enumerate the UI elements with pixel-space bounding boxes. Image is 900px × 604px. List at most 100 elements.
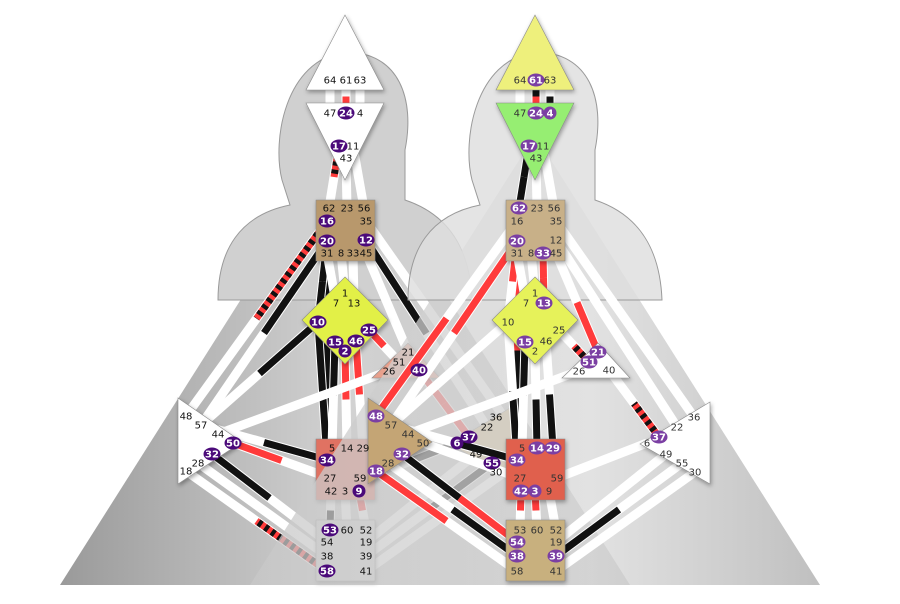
- gate-61[interactable]: 61: [529, 76, 543, 87]
- gate-44[interactable]: 44: [402, 430, 415, 441]
- gate-49[interactable]: 49: [660, 450, 673, 461]
- gate-63[interactable]: 63: [354, 76, 367, 87]
- gate-12[interactable]: 12: [359, 236, 373, 247]
- gate-54[interactable]: 54: [321, 538, 334, 549]
- gate-7[interactable]: 7: [523, 299, 529, 310]
- gate-50[interactable]: 50: [417, 439, 430, 450]
- gate-52[interactable]: 52: [360, 526, 373, 537]
- gate-14[interactable]: 14: [341, 444, 354, 455]
- center-head[interactable]: [495, 14, 575, 91]
- gate-11[interactable]: 11: [347, 142, 360, 153]
- gate-4[interactable]: 4: [357, 109, 363, 120]
- gate-52[interactable]: 52: [550, 526, 563, 537]
- gate-35[interactable]: 35: [550, 217, 563, 228]
- gate-17[interactable]: 17: [522, 142, 536, 153]
- gate-5[interactable]: 5: [329, 444, 335, 455]
- gate-28[interactable]: 28: [382, 459, 395, 470]
- gate-34[interactable]: 34: [320, 456, 334, 467]
- gate-33[interactable]: 33: [347, 249, 360, 260]
- gate-18[interactable]: 18: [180, 467, 193, 478]
- gate-4[interactable]: 4: [547, 109, 554, 120]
- gate-43[interactable]: 43: [340, 154, 353, 165]
- gate-37[interactable]: 37: [462, 433, 476, 444]
- gate-10[interactable]: 10: [502, 318, 515, 329]
- gate-50[interactable]: 50: [226, 439, 240, 450]
- gate-63[interactable]: 63: [544, 76, 557, 87]
- gate-21[interactable]: 21: [402, 348, 415, 359]
- gate-22[interactable]: 22: [481, 423, 494, 434]
- gate-21[interactable]: 21: [591, 348, 605, 359]
- gate-46[interactable]: 46: [349, 337, 363, 348]
- gate-15[interactable]: 15: [328, 338, 342, 349]
- gate-58[interactable]: 58: [320, 567, 334, 578]
- gate-10[interactable]: 10: [311, 318, 325, 329]
- gate-43[interactable]: 43: [530, 154, 543, 165]
- gate-9[interactable]: 9: [356, 487, 363, 498]
- gate-22[interactable]: 22: [671, 423, 684, 434]
- gate-19[interactable]: 19: [550, 538, 563, 549]
- gate-6[interactable]: 6: [454, 439, 461, 450]
- center-spleen[interactable]: [367, 397, 433, 485]
- gate-26[interactable]: 26: [573, 367, 586, 378]
- gate-16[interactable]: 16: [511, 217, 524, 228]
- gate-13[interactable]: 13: [348, 299, 361, 310]
- gate-6[interactable]: 6: [644, 439, 650, 450]
- center-solar[interactable]: [639, 401, 711, 485]
- gate-12[interactable]: 12: [550, 236, 563, 247]
- gate-44[interactable]: 44: [212, 430, 225, 441]
- gate-2[interactable]: 2: [532, 347, 538, 358]
- gate-64[interactable]: 64: [514, 76, 527, 87]
- gate-53[interactable]: 53: [323, 526, 337, 537]
- gate-8[interactable]: 8: [528, 249, 534, 260]
- gate-57[interactable]: 57: [385, 421, 398, 432]
- gate-51[interactable]: 51: [582, 358, 596, 369]
- gate-42[interactable]: 42: [325, 487, 338, 498]
- gate-49[interactable]: 49: [470, 450, 483, 461]
- gate-9[interactable]: 9: [546, 487, 552, 498]
- gate-58[interactable]: 58: [511, 567, 524, 578]
- gate-45[interactable]: 45: [550, 249, 563, 260]
- gate-13[interactable]: 13: [537, 299, 551, 310]
- gate-30[interactable]: 30: [689, 468, 702, 479]
- gate-23[interactable]: 23: [531, 204, 544, 215]
- gate-31[interactable]: 31: [511, 249, 524, 260]
- gate-61[interactable]: 61: [340, 76, 353, 87]
- gate-30[interactable]: 30: [490, 468, 503, 479]
- gate-55[interactable]: 55: [485, 459, 499, 470]
- gate-55[interactable]: 55: [676, 459, 689, 470]
- gate-47[interactable]: 47: [324, 109, 337, 120]
- center-head[interactable]: [305, 14, 385, 91]
- gate-62[interactable]: 62: [323, 204, 336, 215]
- gate-53[interactable]: 53: [514, 526, 527, 537]
- gate-41[interactable]: 41: [550, 567, 563, 578]
- gate-34[interactable]: 34: [510, 456, 524, 467]
- gate-26[interactable]: 26: [383, 367, 396, 378]
- gate-60[interactable]: 60: [531, 526, 544, 537]
- gate-32[interactable]: 32: [395, 450, 409, 461]
- gate-56[interactable]: 56: [358, 204, 371, 215]
- gate-14[interactable]: 14: [530, 444, 544, 455]
- gate-28[interactable]: 28: [192, 459, 205, 470]
- gate-32[interactable]: 32: [205, 450, 219, 461]
- gate-1[interactable]: 1: [532, 289, 538, 300]
- gate-17[interactable]: 17: [332, 142, 346, 153]
- gate-35[interactable]: 35: [360, 217, 373, 228]
- gate-62[interactable]: 62: [512, 204, 526, 215]
- gate-48[interactable]: 48: [180, 412, 193, 423]
- gate-54[interactable]: 54: [510, 538, 524, 549]
- gate-38[interactable]: 38: [510, 552, 524, 563]
- gate-20[interactable]: 20: [320, 237, 334, 248]
- gate-2[interactable]: 2: [342, 347, 349, 358]
- gate-18[interactable]: 18: [369, 467, 383, 478]
- gate-7[interactable]: 7: [333, 299, 339, 310]
- gate-25[interactable]: 25: [362, 326, 376, 337]
- gate-40[interactable]: 40: [412, 366, 426, 377]
- gate-3[interactable]: 3: [342, 487, 348, 498]
- gate-60[interactable]: 60: [341, 526, 354, 537]
- gate-25[interactable]: 25: [553, 326, 566, 337]
- gate-20[interactable]: 20: [510, 237, 524, 248]
- gate-11[interactable]: 11: [537, 142, 550, 153]
- gate-51[interactable]: 51: [393, 358, 406, 369]
- gate-19[interactable]: 19: [360, 538, 373, 549]
- gate-31[interactable]: 31: [321, 249, 334, 260]
